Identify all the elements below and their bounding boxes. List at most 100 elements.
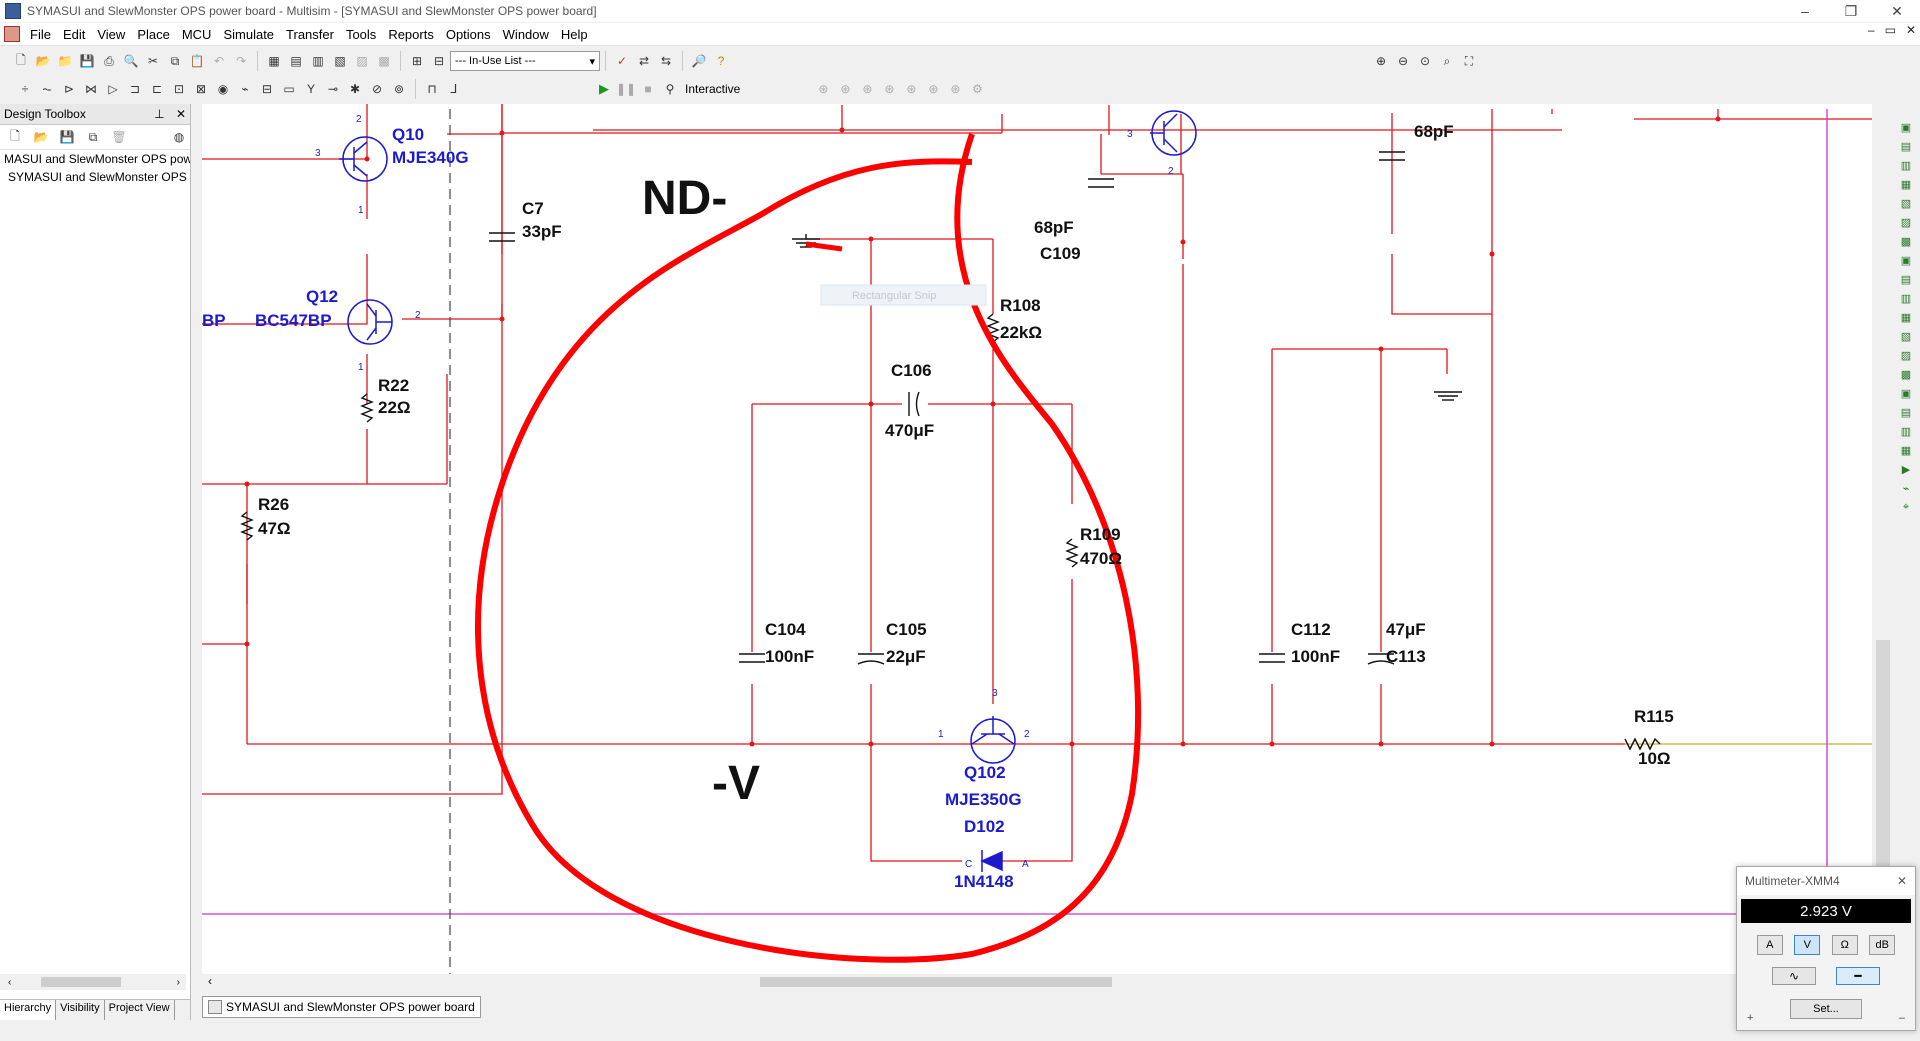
bode-plotter-icon[interactable]: ▨ [1900,216,1912,229]
in-use-list-dropdown[interactable]: --- In-Use List --- ▾ [450,51,600,71]
place-misc-digital-icon[interactable]: ⊡ [173,82,185,96]
pin-icon[interactable]: ⊥ [154,107,165,121]
menu-window[interactable]: Window [502,26,549,42]
place-misc-icon[interactable]: ⊟ [261,82,273,96]
open-folder-icon[interactable]: 📂 [33,130,49,144]
print-icon[interactable]: ⎙ [104,53,114,68]
four-channel-oscilloscope-icon[interactable]: ▧ [1900,197,1912,210]
place-analog-icon[interactable]: ▷ [108,82,118,96]
place-rf-icon[interactable]: Y [306,82,315,96]
mode-decibel-button[interactable]: dB [1869,935,1896,955]
spectrum-analyzer-icon[interactable]: ▨ [1900,349,1912,362]
panel-horizontal-scrollbar[interactable]: ‹ › [0,974,186,990]
place-source-icon[interactable]: ÷ [21,82,29,96]
iv-analyzer-icon[interactable]: ▦ [1900,311,1912,324]
menu-reports[interactable]: Reports [388,26,434,42]
save-icon[interactable]: 💾 [59,130,75,144]
place-diode-icon[interactable]: ⊳ [63,82,75,96]
place-ttl-icon[interactable]: ⊐ [129,82,141,96]
print-preview-icon[interactable]: 🔍 [123,54,139,68]
probe-differential-icon[interactable]: ⊛ [884,82,895,96]
place-connector-icon[interactable]: ⊘ [371,82,383,96]
multimeter-title-bar[interactable]: Multimeter-XMM4 ✕ [1737,867,1915,895]
menu-tools[interactable]: Tools [345,26,377,42]
probe-power-icon[interactable]: ⊛ [862,82,873,96]
help-icon[interactable]: ? [717,54,725,68]
place-basic-icon[interactable]: ⏦ [42,81,52,96]
menu-help[interactable]: Help [560,26,588,42]
stop-simulation-icon[interactable]: ■ [644,82,652,96]
frequency-counter-icon[interactable]: ▩ [1900,235,1912,248]
place-mcu-icon[interactable]: ⊚ [393,82,405,96]
tab-project-view[interactable]: Project View [105,1000,175,1020]
menu-simulate[interactable]: Simulate [223,26,275,42]
tektronix-oscilloscope-icon[interactable]: ▦ [1900,444,1912,457]
probe-digital-icon[interactable]: ⊛ [906,82,917,96]
new-file-icon[interactable]: 🗋 [16,52,26,67]
interactive-analysis-icon[interactable]: ⚲ [665,82,675,96]
place-transistor-icon[interactable]: ⋈ [85,82,97,96]
place-bus-icon[interactable]: ⅃ [450,82,458,96]
run-simulation-icon[interactable]: ▶ [599,81,609,96]
undo-icon[interactable]: ↶ [213,54,225,68]
probe-reference-ground-icon[interactable]: ⊛ [950,82,961,96]
menu-edit[interactable]: Edit [62,26,86,42]
component-wizard-icon[interactable]: ▩ [378,54,390,68]
place-advanced-peripherals-icon[interactable]: ▭ [283,82,295,96]
zoom-area-icon[interactable]: ⊙ [1419,54,1431,68]
database-manager-icon[interactable]: ▨ [356,54,368,68]
document-icon[interactable] [4,26,20,42]
close-panel-icon[interactable]: ✕ [175,107,186,121]
interactive-label[interactable]: Interactive [685,82,741,96]
postprocessor-icon[interactable]: ▧ [334,54,346,68]
tab-visibility[interactable]: Visibility [56,1000,105,1020]
place-mixed-icon[interactable]: ⊠ [195,82,207,96]
mdi-restore-button[interactable]: ▭ [1884,23,1896,37]
agilent-oscilloscope-icon[interactable]: ▥ [1900,425,1912,438]
zoom-sheet-icon[interactable]: ⌕ [1443,53,1451,68]
menu-file[interactable]: File [30,26,51,42]
new-sheet-icon[interactable]: ⧉ [88,129,98,144]
menu-mcu[interactable]: MCU [181,26,212,42]
place-electromechanical-icon[interactable]: ⊸ [327,82,339,96]
close-icon[interactable]: ✕ [1896,874,1907,888]
multimeter-instrument-icon[interactable]: ▣ [1900,121,1912,134]
tree-item-root[interactable]: MASUI and SlewMonster OPS pow [4,152,190,166]
place-cmos-icon[interactable]: ⊏ [151,82,163,96]
dc-mode-button[interactable]: ━ [1836,967,1880,985]
zoom-out-icon[interactable]: ⊖ [1397,54,1409,68]
agilent-generator-icon[interactable]: ▣ [1900,387,1912,400]
distortion-analyzer-icon[interactable]: ▧ [1900,330,1912,343]
probe-current-icon[interactable]: ⊛ [840,82,851,96]
schematic-canvas[interactable]: Q10 MJE340G Q12 BC547BP BP Q102 MJE350G … [202,104,1872,974]
wattmeter-instrument-icon[interactable]: ▥ [1900,159,1912,172]
save-icon[interactable]: 💾 [79,54,95,68]
transfer-icon[interactable]: ⇄ [638,54,650,68]
agilent-multimeter-icon[interactable]: ▤ [1900,406,1912,419]
function-generator-instrument-icon[interactable]: ▤ [1900,140,1912,153]
probe-voltage-icon[interactable]: ⊛ [818,82,829,96]
positive-terminal[interactable]: + [1747,1012,1754,1024]
erc-icon[interactable]: ✓ [616,54,628,68]
menu-place[interactable]: Place [137,26,170,42]
network-analyzer-icon[interactable]: ▩ [1900,368,1912,381]
place-hierarchical-block-icon[interactable]: ⊓ [427,82,437,96]
labview-instrument-icon[interactable]: ▶ [1901,463,1911,476]
in-use-list-icon[interactable]: ⊟ [433,54,445,68]
scroll-left-icon[interactable]: ‹ [208,974,212,988]
hierarchy-icon[interactable]: ⊞ [411,54,423,68]
pause-simulation-icon[interactable]: ❚❚ [615,82,637,96]
paste-icon[interactable]: 📋 [189,54,205,68]
panel-scroll-thumb[interactable] [41,977,122,987]
multimeter-set-button[interactable]: Set... [1790,999,1862,1019]
negative-terminal[interactable]: – [1898,1012,1905,1024]
spreadsheet-view-icon[interactable]: ▤ [290,54,302,68]
find-examples-icon[interactable]: 🔎 [691,54,707,68]
tab-hierarchy[interactable]: Hierarchy [0,1000,57,1020]
menu-transfer[interactable]: Transfer [286,26,334,42]
minimize-button[interactable]: – [1801,3,1809,19]
logic-converter-icon[interactable]: ▤ [1900,273,1912,286]
zoom-in-icon[interactable]: ⊕ [1375,54,1387,68]
copy-icon[interactable]: ⧉ [170,53,180,68]
scroll-right-icon[interactable]: › [176,976,180,988]
